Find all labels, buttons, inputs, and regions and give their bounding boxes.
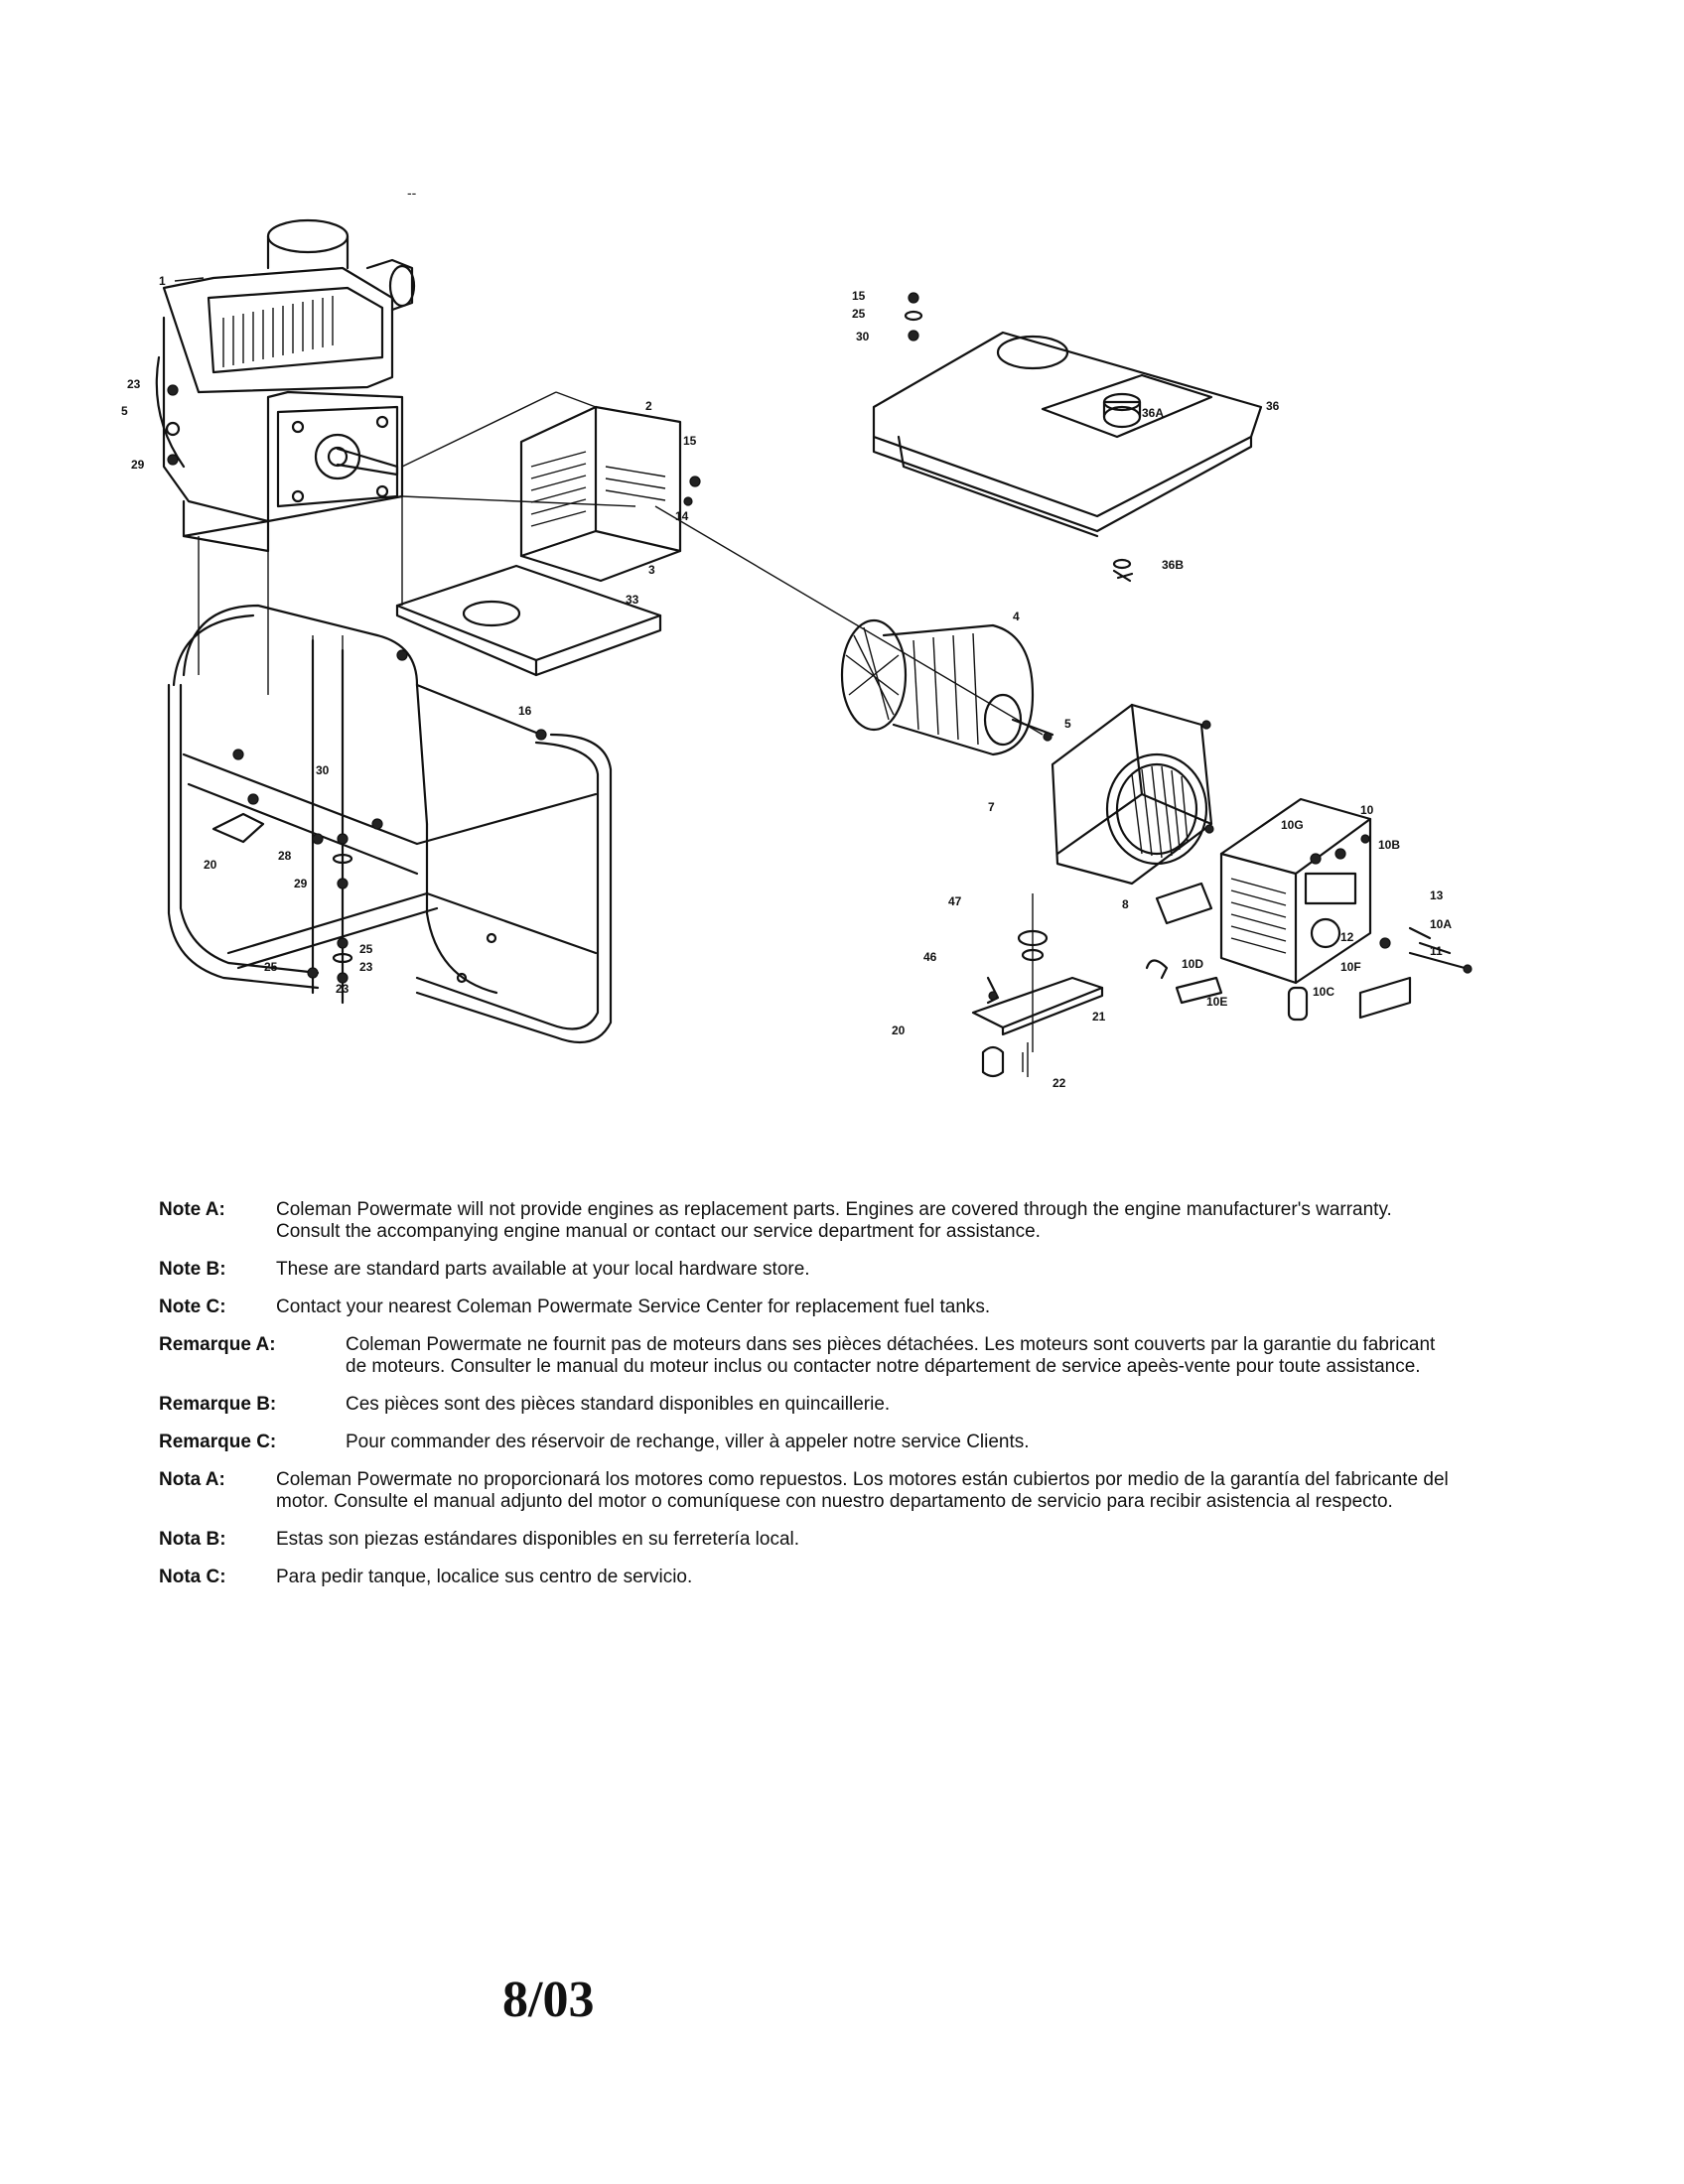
note-text: Para pedir tanque, localice sus centro d… [276, 1567, 693, 1587]
note-text: Ces pièces sont des pièces standard disp… [346, 1394, 891, 1415]
callout-36B: 36B [1162, 558, 1184, 572]
callout-10: 10 [1360, 803, 1374, 817]
note-label: Note A: [159, 1199, 225, 1220]
callout-7: 7 [988, 800, 995, 814]
callout-labels: 1 23 5 29 2 15 14 3 33 16 30 20 28 29 25… [121, 274, 1452, 1090]
callout-16: 16 [518, 704, 532, 718]
callout-15: 15 [683, 434, 697, 448]
note-text: Coleman Powermate ne fournit pas de mote… [346, 1334, 1436, 1377]
callout-15b: 15 [852, 289, 866, 303]
callout-5b: 5 [1064, 717, 1071, 731]
note-b-es: Nota B: Estas son piezas estándares disp… [159, 1529, 1450, 1551]
notes-section: Note A: Coleman Powermate will not provi… [159, 1199, 1450, 1604]
callout-5: 5 [121, 404, 128, 418]
note-b-en: Note B: These are standard parts availab… [159, 1259, 1450, 1281]
callout-47: 47 [948, 894, 962, 908]
control-hardware [1145, 882, 1473, 1022]
callout-20: 20 [204, 858, 217, 872]
callout-29: 29 [131, 458, 145, 472]
callout-25: 25 [359, 942, 373, 956]
note-label: Nota A: [159, 1469, 225, 1490]
callout-13: 13 [1430, 888, 1444, 902]
engine-adapter [519, 405, 701, 583]
callout-1: 1 [159, 274, 166, 288]
note-label: Remarque A: [159, 1334, 276, 1355]
note-label: Remarque C: [159, 1432, 277, 1452]
callout-25c: 25 [852, 307, 866, 321]
heat-shield [395, 564, 662, 677]
callout-3: 3 [648, 563, 655, 577]
callout-20b: 20 [892, 1024, 906, 1037]
callout-23: 23 [127, 377, 141, 391]
callout-10F: 10F [1340, 960, 1361, 974]
callout-22: 22 [1052, 1076, 1066, 1090]
callout-8: 8 [1122, 897, 1129, 911]
note-a-es: Nota A: Coleman Powermate no proporciona… [159, 1469, 1450, 1513]
callout-10C: 10C [1313, 985, 1334, 999]
callout-36: 36 [1266, 399, 1280, 413]
callout-10A: 10A [1430, 917, 1452, 931]
note-label: Nota C: [159, 1567, 226, 1587]
fuel-tank [872, 292, 1263, 583]
callout-30: 30 [316, 763, 330, 777]
callout-14: 14 [675, 509, 689, 523]
note-label: Note B: [159, 1259, 226, 1280]
note-c-fr: Remarque C: Pour commander des réservoir… [159, 1432, 1450, 1453]
callout-2: 2 [645, 399, 652, 413]
frame-hardware [211, 793, 353, 984]
callout-46: 46 [923, 950, 937, 964]
frame [167, 604, 613, 1044]
note-a-fr: Remarque A: Coleman Powermate ne fournit… [159, 1334, 1450, 1378]
callout-25b: 25 [264, 960, 278, 974]
note-c-en: Note C: Contact your nearest Coleman Pow… [159, 1297, 1450, 1318]
exploded-parts-diagram: 1 23 5 29 2 15 14 3 33 16 30 20 28 29 25… [121, 218, 1473, 1090]
header-mark: -- [407, 185, 417, 201]
rotor [840, 618, 1054, 756]
note-c-es: Nota C: Para pedir tanque, localice sus … [159, 1567, 1450, 1588]
callout-4: 4 [1013, 610, 1020, 623]
note-b-fr: Remarque B: Ces pièces sont des pièces s… [159, 1394, 1450, 1416]
callout-12: 12 [1340, 930, 1354, 944]
note-label: Note C: [159, 1297, 226, 1317]
stator [1051, 703, 1214, 886]
note-label: Remarque B: [159, 1394, 277, 1415]
note-text: Pour commander des réservoir de rechange… [346, 1432, 1030, 1452]
callout-33: 33 [626, 593, 639, 607]
engine-assembly [155, 218, 416, 553]
note-text: Coleman Powermate no proporcionará los m… [276, 1469, 1449, 1512]
note-a-en: Note A: Coleman Powermate will not provi… [159, 1199, 1450, 1243]
callout-29b: 29 [294, 877, 308, 890]
callout-21: 21 [1092, 1010, 1106, 1024]
callout-30b: 30 [856, 330, 870, 343]
revision-date: 8/03 [502, 1972, 595, 2028]
note-text: Contact your nearest Coleman Powermate S… [276, 1297, 991, 1317]
mount-bracket [971, 929, 1104, 1078]
note-text: Estas son piezas estándares disponibles … [276, 1529, 800, 1550]
callout-23b: 23 [359, 960, 373, 974]
note-text: Coleman Powermate will not provide engin… [276, 1199, 1392, 1242]
callout-10B: 10B [1378, 838, 1400, 852]
callout-11: 11 [1430, 944, 1443, 958]
note-text: These are standard parts available at yo… [276, 1259, 810, 1280]
callout-36A: 36A [1142, 406, 1164, 420]
callout-10G: 10G [1281, 818, 1304, 832]
callout-23c: 23 [336, 982, 350, 996]
callout-10D: 10D [1182, 957, 1203, 971]
engine-mount-hardware [165, 384, 181, 466]
note-label: Nota B: [159, 1529, 226, 1550]
callout-28: 28 [278, 849, 292, 863]
control-panel [1219, 797, 1372, 985]
callout-10E: 10E [1206, 995, 1227, 1009]
